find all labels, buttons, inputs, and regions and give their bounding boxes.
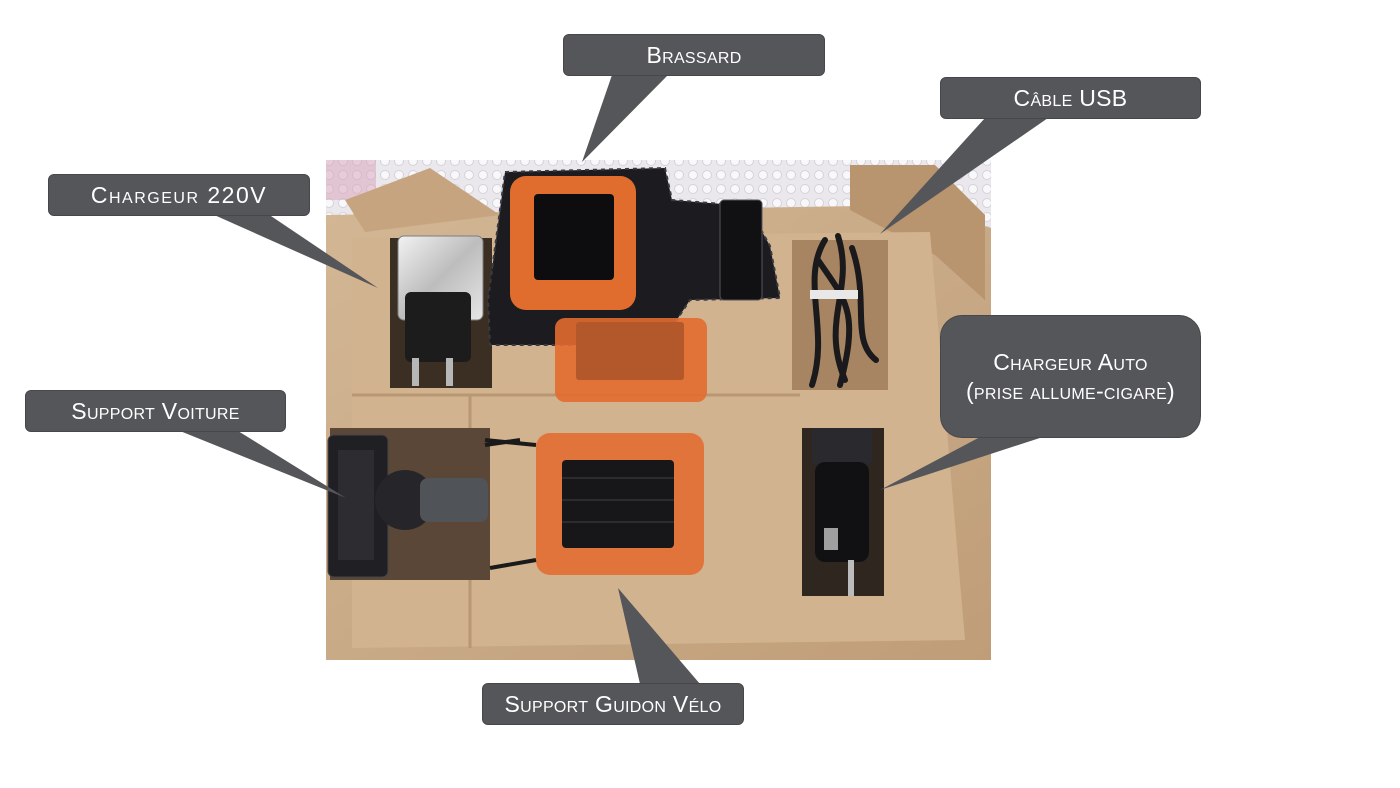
chargeur-auto-label-line1: Chargeur Auto bbox=[993, 348, 1148, 375]
chargeur-auto-label-line2: (prise allume-cigare) bbox=[965, 377, 1176, 404]
brassard-label: Brassard bbox=[563, 34, 825, 76]
brassard-callout-tail bbox=[582, 75, 668, 162]
chargeur-220v-label: Chargeur 220V bbox=[48, 174, 310, 216]
brassard-label-text: Brassard bbox=[646, 41, 742, 68]
support-voiture-label: Support Voiture bbox=[25, 390, 286, 432]
box-flap-left bbox=[345, 168, 500, 232]
chargeur-auto-callout-tail bbox=[880, 436, 1046, 490]
car-charger bbox=[812, 428, 872, 596]
support-voiture-callout-tail bbox=[180, 431, 346, 498]
bike-handlebar-support bbox=[484, 433, 704, 575]
armband bbox=[486, 166, 782, 346]
car-vent-support bbox=[327, 434, 521, 578]
chargeur-220v-label-text: Chargeur 220V bbox=[90, 181, 268, 208]
cable-usb-label: Câble USB bbox=[940, 77, 1201, 119]
wall-charger-220v bbox=[397, 235, 484, 386]
support-guidon-callout-tail bbox=[618, 588, 700, 684]
spare-silicone-case bbox=[555, 318, 707, 402]
support-voiture-label-text: Support Voiture bbox=[71, 397, 240, 424]
chargeur-auto-label: Chargeur Auto (prise allume-cigare) bbox=[940, 315, 1201, 438]
support-guidon-label-text: Support Guidon Vélo bbox=[504, 690, 722, 717]
usb-cable bbox=[809, 233, 879, 388]
chargeur-220v-callout-tail bbox=[212, 214, 378, 288]
cable-usb-callout-tail bbox=[880, 118, 1048, 234]
support-guidon-label: Support Guidon Vélo bbox=[482, 683, 744, 725]
cable-usb-label-text: Câble USB bbox=[1013, 84, 1128, 111]
